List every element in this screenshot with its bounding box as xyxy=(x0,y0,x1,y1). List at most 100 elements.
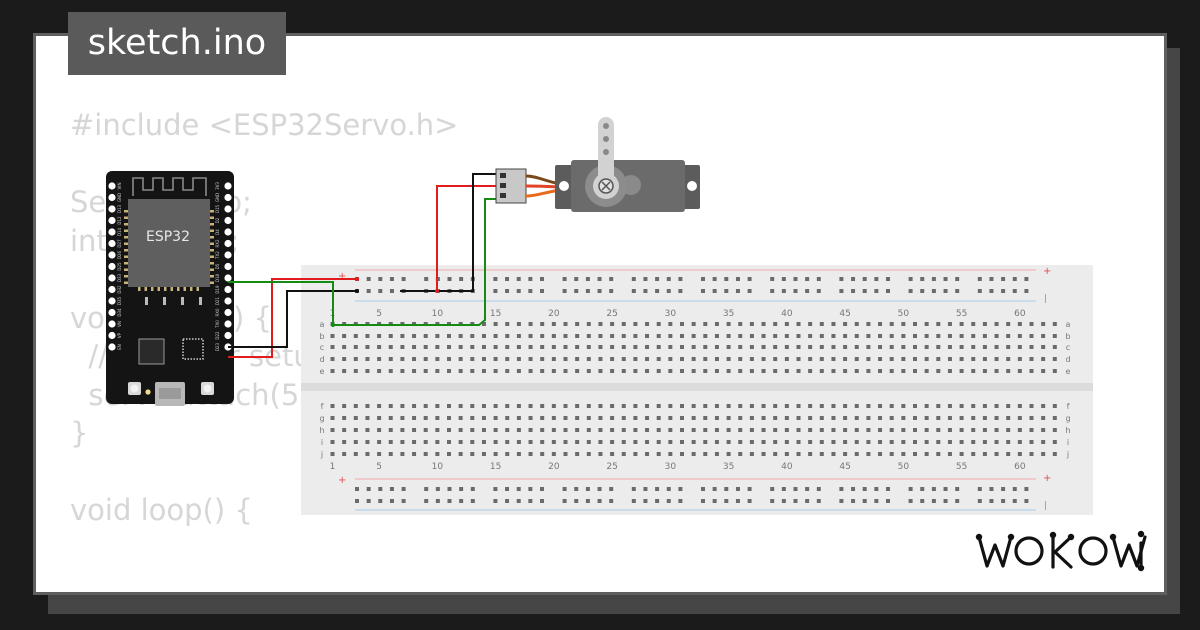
breadboard-hole[interactable] xyxy=(1006,416,1011,420)
breadboard-hole[interactable] xyxy=(831,416,836,420)
breadboard-hole[interactable] xyxy=(656,452,661,456)
breadboard-hole[interactable] xyxy=(540,428,545,432)
breadboard-hole[interactable] xyxy=(808,440,813,444)
breadboard-hole[interactable] xyxy=(913,428,917,432)
breadboard-hole[interactable] xyxy=(913,334,917,338)
breadboard-hole[interactable] xyxy=(831,369,836,373)
breadboard-hole[interactable] xyxy=(796,428,801,432)
breadboard-hole[interactable] xyxy=(913,452,917,456)
breadboard-hole[interactable] xyxy=(994,452,999,456)
breadboard-hole[interactable] xyxy=(808,369,813,373)
breadboard-hole[interactable] xyxy=(388,334,393,338)
rail-hole[interactable] xyxy=(931,277,936,281)
rail-hole[interactable] xyxy=(805,277,810,281)
breadboard-hole[interactable] xyxy=(563,357,568,361)
rail-hole[interactable] xyxy=(1001,487,1006,491)
rail-hole[interactable] xyxy=(770,487,775,491)
breadboard-hole[interactable] xyxy=(773,345,778,349)
breadboard-hole[interactable] xyxy=(388,440,393,444)
rail-hole[interactable] xyxy=(931,499,936,503)
rail-hole[interactable] xyxy=(1012,289,1017,293)
rail-hole[interactable] xyxy=(747,289,752,293)
breadboard-hole[interactable] xyxy=(936,357,941,361)
rail-hole[interactable] xyxy=(666,289,671,293)
breadboard-hole[interactable] xyxy=(633,322,638,326)
breadboard-hole[interactable] xyxy=(633,416,638,420)
rail-hole[interactable] xyxy=(643,499,648,503)
breadboard-hole[interactable] xyxy=(377,428,382,432)
rail-hole[interactable] xyxy=(585,499,590,503)
wire-green-signal[interactable] xyxy=(228,198,498,326)
breadboard-hole[interactable] xyxy=(633,440,638,444)
breadboard-hole[interactable] xyxy=(808,322,813,326)
rail-hole[interactable] xyxy=(678,499,683,503)
rail-hole[interactable] xyxy=(655,487,660,491)
rail-hole[interactable] xyxy=(1012,487,1017,491)
breadboard-hole[interactable] xyxy=(412,334,417,338)
breadboard-hole[interactable] xyxy=(1041,369,1046,373)
breadboard-hole[interactable] xyxy=(493,322,498,326)
rail-hole[interactable] xyxy=(886,499,890,503)
breadboard-hole[interactable] xyxy=(551,452,556,456)
breadboard-hole[interactable] xyxy=(878,345,883,349)
breadboard-hole[interactable] xyxy=(575,345,580,349)
breadboard-hole[interactable] xyxy=(377,416,382,420)
breadboard-hole[interactable] xyxy=(412,452,417,456)
breadboard-hole[interactable] xyxy=(819,452,824,456)
breadboard-hole[interactable] xyxy=(342,369,347,373)
breadboard-hole[interactable] xyxy=(656,369,661,373)
breadboard-hole[interactable] xyxy=(831,440,836,444)
breadboard-hole[interactable] xyxy=(703,345,708,349)
breadboard-hole[interactable] xyxy=(540,334,545,338)
esp32-pin[interactable] xyxy=(224,320,232,328)
breadboard-hole[interactable] xyxy=(493,428,498,432)
breadboard-hole[interactable] xyxy=(971,416,976,420)
rail-hole[interactable] xyxy=(366,487,371,491)
rail-hole[interactable] xyxy=(643,487,648,491)
breadboard-hole[interactable] xyxy=(703,404,708,408)
breadboard-hole[interactable] xyxy=(505,357,510,361)
breadboard-hole[interactable] xyxy=(854,440,859,444)
breadboard-hole[interactable] xyxy=(936,369,941,373)
rail-hole[interactable] xyxy=(770,289,775,293)
breadboard-hole[interactable] xyxy=(947,369,952,373)
rail-hole[interactable] xyxy=(505,289,510,293)
breadboard-hole[interactable] xyxy=(505,428,510,432)
breadboard-hole[interactable] xyxy=(610,322,615,326)
esp32-pin[interactable] xyxy=(108,343,116,351)
breadboard-hole[interactable] xyxy=(493,452,498,456)
breadboard-hole[interactable] xyxy=(901,428,906,432)
rail-hole[interactable] xyxy=(528,487,533,491)
breadboard-hole[interactable] xyxy=(447,416,451,420)
breadboard-hole[interactable] xyxy=(610,357,615,361)
breadboard-hole[interactable] xyxy=(714,369,719,373)
rail-hole[interactable] xyxy=(943,487,948,491)
breadboard-hole[interactable] xyxy=(633,404,638,408)
breadboard-hole[interactable] xyxy=(633,345,638,349)
breadboard-hole[interactable] xyxy=(540,322,545,326)
breadboard-hole[interactable] xyxy=(377,404,382,408)
breadboard-hole[interactable] xyxy=(784,357,789,361)
breadboard-hole[interactable] xyxy=(493,440,498,444)
breadboard-hole[interactable] xyxy=(447,369,451,373)
breadboard-hole[interactable] xyxy=(563,322,568,326)
breadboard-hole[interactable] xyxy=(377,357,382,361)
rail-hole[interactable] xyxy=(908,499,913,503)
rail-hole[interactable] xyxy=(920,487,925,491)
breadboard-hole[interactable] xyxy=(691,322,696,326)
breadboard-hole[interactable] xyxy=(773,357,778,361)
rail-hole[interactable] xyxy=(712,499,717,503)
breadboard-hole[interactable] xyxy=(493,369,498,373)
breadboard-hole[interactable] xyxy=(901,440,906,444)
breadboard-hole[interactable] xyxy=(447,404,451,408)
breadboard-hole[interactable] xyxy=(551,369,556,373)
esp32-pin[interactable] xyxy=(108,331,116,340)
breadboard-hole[interactable] xyxy=(773,452,778,456)
breadboard-hole[interactable] xyxy=(586,452,591,456)
breadboard-hole[interactable] xyxy=(691,357,696,361)
breadboard-hole[interactable] xyxy=(901,416,906,420)
rail-hole[interactable] xyxy=(447,487,452,491)
breadboard-hole[interactable] xyxy=(458,345,463,349)
breadboard-hole[interactable] xyxy=(959,369,964,373)
breadboard-hole[interactable] xyxy=(645,452,650,456)
